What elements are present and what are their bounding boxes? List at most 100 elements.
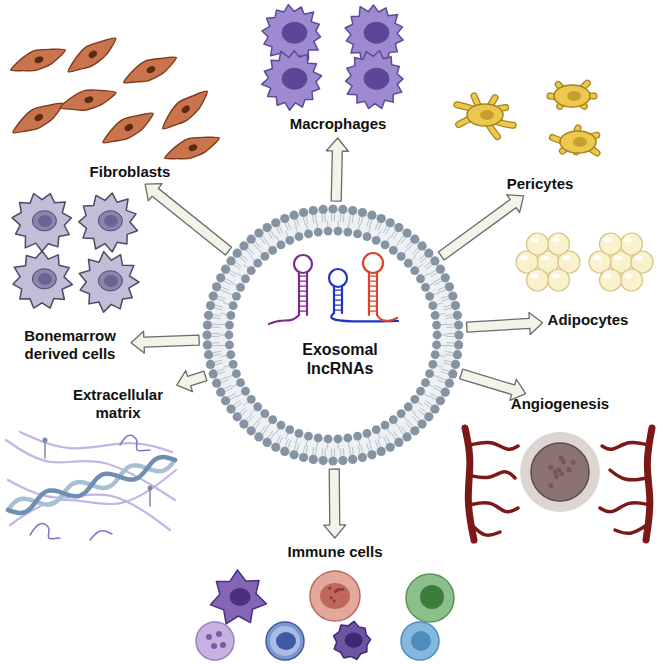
rna-hairpin [329, 269, 398, 321]
block-arrow [131, 331, 199, 353]
lipid-tail [286, 433, 288, 438]
lipid-tail [297, 444, 299, 451]
lipid-tail [444, 308, 451, 310]
lipid-head [268, 246, 277, 255]
lipid-head [416, 274, 425, 283]
lipid-head [229, 360, 238, 369]
lipid-tail [433, 375, 439, 377]
lipid-head [410, 395, 419, 404]
lipid-tail [415, 250, 420, 255]
lipid-tail [253, 421, 258, 426]
node-text: Pericytes [507, 175, 574, 193]
lipid-tail [237, 393, 242, 396]
lipid-tail [343, 449, 345, 456]
lipid-tail [438, 287, 444, 290]
cell-nucleus [282, 22, 307, 43]
lipid-tail [349, 215, 350, 222]
lipid-head [353, 230, 362, 239]
adipocyte-cell [548, 233, 570, 255]
lipid-tail [434, 279, 440, 282]
lipid-tail [296, 227, 298, 233]
lipid-tail [387, 429, 390, 434]
cell-membrane [79, 252, 139, 313]
lipid-head [432, 321, 441, 330]
lipid-tail [217, 369, 224, 371]
lipid-tail [313, 447, 314, 454]
bone-marrow-cell [12, 194, 71, 252]
matrix-tangle [90, 531, 112, 540]
lipid-head [225, 340, 234, 349]
rna-strand [376, 272, 378, 315]
lipid-head [348, 206, 357, 215]
blood-vessel-branch [468, 472, 515, 478]
rna-tail [377, 315, 397, 321]
lipid-tail [212, 326, 219, 327]
block-arrow [326, 138, 348, 201]
exosome-vesicle: Exosomal lncRNAs [201, 203, 465, 467]
fibroblast-cell [8, 95, 68, 141]
lipid-tail [214, 315, 221, 316]
lipid-head [241, 274, 250, 283]
nucleus-texture [334, 590, 337, 593]
adipocyte-highlight [604, 274, 612, 279]
lipid-tail [413, 417, 418, 422]
fibroblast-cell [98, 105, 158, 151]
lipid-head [386, 443, 395, 452]
fibroblast-nucleus [180, 104, 191, 115]
lipid-head [402, 228, 411, 237]
matrix-tangle [30, 524, 60, 539]
lipid-head [397, 252, 406, 261]
lipid-tail [271, 231, 275, 237]
lipid-head [441, 388, 450, 397]
adipocyte-cell [600, 269, 622, 291]
pericyte-cell [457, 96, 513, 137]
lipid-tail [429, 283, 434, 286]
rna-base-pair [299, 300, 307, 301]
lipid-head [386, 218, 395, 227]
bone-marrow-cell [13, 251, 72, 308]
node-text: Angiogenesis [511, 395, 609, 413]
lipid-head [221, 265, 230, 274]
lipid-tail [327, 443, 328, 449]
lipid-tail [279, 227, 282, 233]
rna-loop [363, 253, 383, 273]
granule [211, 643, 217, 649]
lipid-tail [418, 402, 423, 406]
lipid-tail [399, 428, 403, 434]
granule [220, 642, 226, 648]
cell-nucleus [364, 68, 389, 89]
rna-base-pair [334, 304, 342, 305]
fibroblast-nucleus [34, 55, 45, 64]
lipid-tail [375, 441, 378, 447]
fibroblast-cell [7, 41, 68, 79]
adipocyte-cell [600, 233, 622, 255]
cell-nucleus [282, 68, 307, 89]
adipocyte-highlight [635, 256, 643, 261]
lipid-head [209, 291, 218, 300]
macrophage-cell [346, 51, 403, 109]
lipid-tail [435, 281, 441, 284]
lipid-tail [378, 224, 381, 230]
rna-base-pair [369, 301, 377, 302]
lipid-tail [316, 222, 318, 228]
pericyte-cell [552, 128, 597, 153]
bone-marrow-cell [79, 193, 138, 252]
lipid-tail [220, 345, 226, 347]
rna-base-pair [299, 295, 307, 296]
target-label: Bonemarrow derived cells [14, 327, 126, 363]
lipid-tail [424, 393, 429, 396]
lipid-head [372, 425, 381, 434]
fibroblast-cell [62, 30, 121, 79]
lipid-tail [212, 324, 219, 326]
lipid-tail [277, 228, 280, 234]
pericyte-cell [550, 83, 594, 107]
rna-base-pair [369, 281, 377, 282]
lipid-tail [221, 313, 227, 314]
lipid-tail [431, 273, 437, 277]
fibroblast-nucleus [33, 112, 44, 122]
lipid-tail [446, 351, 453, 352]
rna-base-pair [299, 275, 307, 276]
immune-cell-nucleus [411, 631, 431, 651]
lipid-head [367, 211, 376, 220]
lipid-tail [220, 324, 226, 326]
